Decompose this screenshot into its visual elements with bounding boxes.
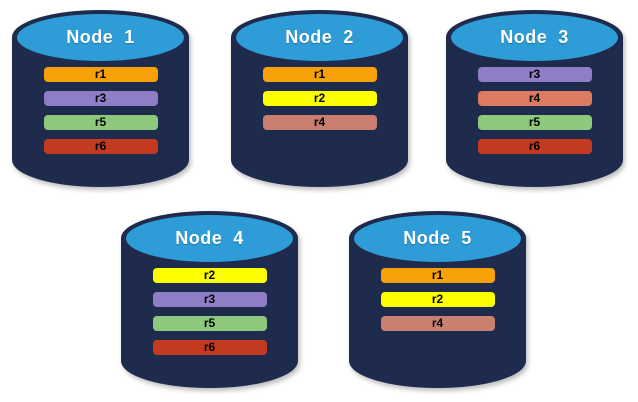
replica-bar: r5 — [477, 115, 592, 130]
node-1-replica-list: r1 r3 r5 r6 — [12, 67, 189, 154]
replica-bar: r4 — [380, 316, 495, 331]
replica-bar: r2 — [152, 268, 267, 283]
replica-bar: r1 — [380, 268, 495, 283]
node-2-top-ellipse: Node 2 — [236, 14, 403, 61]
replica-bar: r5 — [43, 115, 158, 130]
node-4-top-ellipse: Node 4 — [126, 215, 293, 262]
node-3-title: Node 3 — [500, 27, 569, 47]
replica-bar: r2 — [262, 91, 377, 106]
node-1-cylinder: Node 1 r1 r3 r5 r6 — [12, 10, 189, 187]
node-4-title: Node 4 — [175, 228, 244, 248]
node-3-cylinder: Node 3 r3 r4 r5 r6 — [446, 10, 623, 187]
replica-bar: r1 — [262, 67, 377, 82]
node-5-replica-list: r1 r2 r4 — [349, 268, 526, 331]
replica-bar: r6 — [477, 139, 592, 154]
replica-bar: r1 — [43, 67, 158, 82]
node-2-title: Node 2 — [285, 27, 354, 47]
replica-bar: r3 — [43, 91, 158, 106]
replica-bar: r6 — [152, 340, 267, 355]
replica-bar: r3 — [477, 67, 592, 82]
node-3-replica-list: r3 r4 r5 r6 — [446, 67, 623, 154]
node-1-top-ellipse: Node 1 — [17, 14, 184, 61]
replica-bar: r4 — [477, 91, 592, 106]
replica-bar: r6 — [43, 139, 158, 154]
replica-bar: r5 — [152, 316, 267, 331]
node-2-replica-list: r1 r2 r4 — [231, 67, 408, 130]
replica-bar: r2 — [380, 292, 495, 307]
replica-bar: r4 — [262, 115, 377, 130]
node-3-top-ellipse: Node 3 — [451, 14, 618, 61]
node-4-cylinder: Node 4 r2 r3 r5 r6 — [121, 211, 298, 388]
node-5-cylinder: Node 5 r1 r2 r4 — [349, 211, 526, 388]
replica-bar: r3 — [152, 292, 267, 307]
node-4-replica-list: r2 r3 r5 r6 — [121, 268, 298, 355]
node-1-title: Node 1 — [66, 27, 135, 47]
node-5-title: Node 5 — [403, 228, 472, 248]
node-2-cylinder: Node 2 r1 r2 r4 — [231, 10, 408, 187]
node-5-top-ellipse: Node 5 — [354, 215, 521, 262]
